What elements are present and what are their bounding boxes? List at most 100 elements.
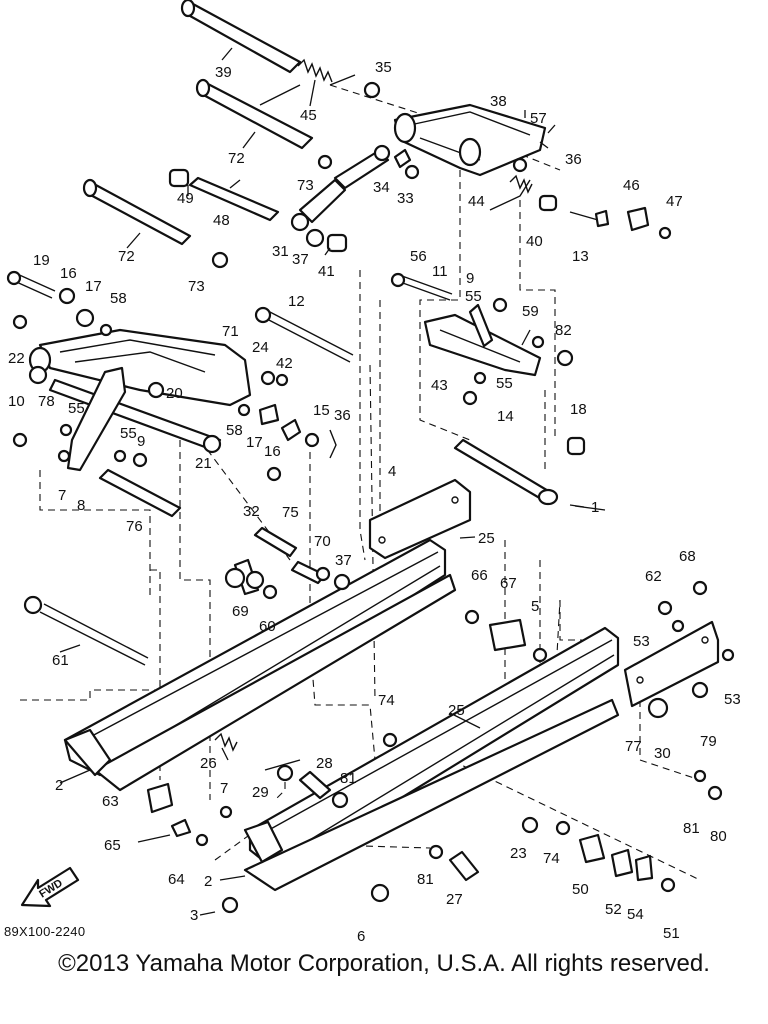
callout-53-upper: 74 — [378, 692, 395, 709]
callout-2-lower: 2 — [204, 873, 212, 890]
callout-25: 32 — [243, 503, 260, 520]
callout-80: 80 — [710, 828, 727, 845]
bolt-58 — [390, 272, 453, 301]
callout-64: 64 — [168, 871, 185, 888]
callout-74: 77 — [625, 738, 642, 755]
callout-50: 50 — [572, 881, 589, 898]
callout-67: 5 — [531, 598, 539, 615]
callout-7-upper: 7 — [58, 487, 66, 504]
callout-18: 15 — [313, 402, 330, 419]
callout-26: 28 — [316, 755, 333, 772]
callout-65: 65 — [104, 837, 121, 854]
callout-71: 22 — [8, 350, 25, 367]
callout-2-upper: 2 — [55, 777, 63, 794]
callout-6: 6 — [357, 928, 365, 945]
callout-27: 27 — [446, 891, 463, 908]
callout-41: 40 — [526, 233, 543, 250]
callout-82: 12 — [288, 293, 305, 310]
exploded-parts-diagram: FWD 39 45 35 38 57 72 73 36 34 33 — [6, 0, 741, 945]
callout-11-left: 9 — [137, 433, 145, 450]
shaft-72-upper — [195, 78, 314, 150]
callout-72-upper: 72 — [228, 150, 245, 167]
callout-79: 30 — [654, 745, 671, 762]
callout-45: 45 — [300, 107, 317, 124]
callout-73-lower: 73 — [188, 278, 205, 295]
shaft-72-lower — [82, 178, 192, 246]
pin-48 — [188, 176, 280, 222]
callout-68: 66 — [471, 567, 488, 584]
callout-55: 59 — [522, 303, 539, 320]
callout-36-left: 20 — [166, 385, 183, 402]
callout-37-lower: 37 — [335, 552, 352, 569]
shaft-76 — [453, 438, 559, 506]
callout-52: 52 — [605, 901, 622, 918]
small-hardware — [12, 81, 735, 914]
shaft-5 — [23, 595, 149, 666]
callout-9-lower-left: 55 — [120, 425, 137, 442]
callout-75: 4 — [388, 463, 396, 480]
callout-48: 48 — [213, 212, 230, 229]
callout-46: 46 — [623, 177, 640, 194]
copyright-notice: ©2013 Yamaha Motor Corporation, U.S.A. A… — [58, 950, 710, 977]
callout-20: 21 — [195, 455, 212, 472]
callout-35: 35 — [375, 59, 392, 76]
callout-4: 76 — [126, 518, 143, 535]
callout-11-right: 9 — [466, 270, 474, 287]
callout-43: 14 — [497, 408, 514, 425]
callout-30: 26 — [200, 755, 217, 772]
callout-54: 54 — [627, 906, 644, 923]
callout-32: 70 — [314, 533, 331, 550]
rear-arm-42 — [423, 303, 542, 377]
callout-69: 60 — [259, 618, 276, 635]
callout-44: 44 — [468, 193, 485, 210]
spring-45 — [259, 58, 356, 106]
callout-9-upper-right: 55 — [465, 288, 482, 305]
callout-56: 11 — [432, 263, 448, 280]
drawing-code: 89X100-2240 — [4, 924, 86, 939]
callout-62: 68 — [679, 548, 696, 565]
callout-58: 56 — [410, 248, 427, 265]
callout-7-lower: 7 — [220, 780, 228, 797]
callout-59: 82 — [555, 322, 572, 339]
callout-28-lower: 81 — [417, 871, 434, 888]
plate-74 — [623, 620, 720, 708]
callout-36-right: 36 — [565, 151, 582, 168]
callout-47: 47 — [666, 193, 683, 210]
callout-13: 19 — [33, 252, 50, 269]
bolt-13 — [6, 270, 56, 299]
bolt-82 — [254, 306, 354, 363]
callout-37-upper: 37 — [292, 251, 309, 268]
callout-49-left: 49 — [177, 190, 194, 207]
callout-40: 13 — [572, 248, 589, 265]
callout-8: 8 — [77, 497, 85, 514]
callout-53-lower: 74 — [543, 850, 560, 867]
callout-38: 38 — [490, 93, 507, 110]
callout-51: 51 — [663, 925, 680, 942]
rod-4 — [98, 468, 182, 518]
callout-42: 43 — [431, 377, 448, 394]
slide-rail-left — [63, 538, 457, 792]
callout-33: 33 — [397, 190, 414, 207]
callout-22: 24 — [252, 339, 269, 356]
callout-60: 62 — [645, 568, 662, 585]
callout-1-lower: 25 — [448, 702, 465, 719]
callout-19-upper: 16 — [60, 265, 77, 282]
lever-8 — [66, 366, 127, 472]
callout-78: 18 — [570, 401, 587, 418]
leader-lines — [59, 47, 606, 916]
callout-61-upper: 53 — [633, 633, 650, 650]
callout-61-right: 53 — [724, 691, 741, 708]
callout-labels: 39 45 35 38 57 72 73 36 34 33 49 48 46 4… — [8, 59, 741, 945]
callout-17-upper: 58 — [110, 290, 127, 307]
callout-16-upper: 17 — [85, 278, 102, 295]
fwd-arrow-icon: FWD — [20, 866, 80, 908]
callout-9-mid-right: 55 — [496, 375, 513, 392]
callout-21: 75 — [282, 504, 299, 521]
callout-9-left: 55 — [68, 400, 85, 417]
callout-73-upper: 73 — [297, 177, 314, 194]
callout-39: 39 — [215, 64, 232, 81]
callout-15: 36 — [334, 407, 351, 424]
callout-10: 78 — [38, 393, 55, 410]
callout-1-upper: 25 — [478, 530, 495, 547]
callout-34: 34 — [373, 179, 390, 196]
